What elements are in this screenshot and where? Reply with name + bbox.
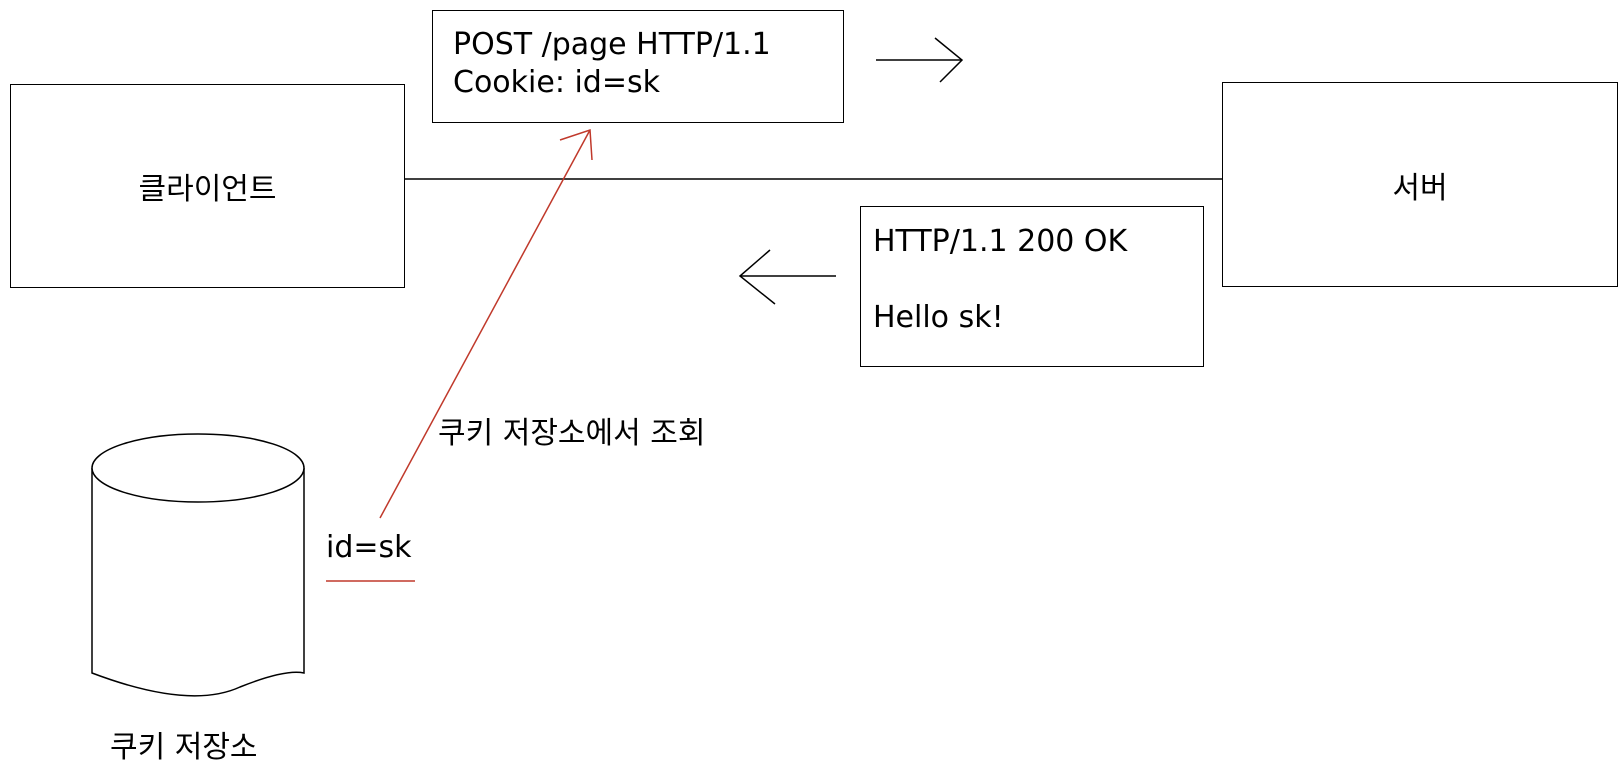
response-arrow-icon <box>738 249 836 305</box>
response-status-line: HTTP/1.1 200 OK <box>873 224 1128 259</box>
server-node: 서버 <box>1222 82 1618 287</box>
request-cookie-header: Cookie: id=sk <box>453 65 660 100</box>
request-arrow-icon <box>876 37 964 83</box>
server-label: 서버 <box>1392 170 1448 206</box>
lookup-label: 쿠키 저장소에서 조회 <box>438 416 706 451</box>
client-label: 클라이언트 <box>138 172 277 207</box>
request-line: POST /page HTTP/1.1 <box>453 27 771 62</box>
response-body: Hello sk! <box>873 300 1004 335</box>
response-blank-line <box>873 261 1203 299</box>
lookup-arrow-icon <box>379 128 593 519</box>
request-message: POST /page HTTP/1.1 Cookie: id=sk <box>432 10 844 123</box>
cookie-store-label: 쿠키 저장소 <box>110 730 258 765</box>
database-icon <box>91 433 305 697</box>
response-message: HTTP/1.1 200 OK Hello sk! <box>860 206 1204 367</box>
stored-cookie-label: id=sk <box>326 530 412 565</box>
client-node: 클라이언트 <box>10 84 405 288</box>
